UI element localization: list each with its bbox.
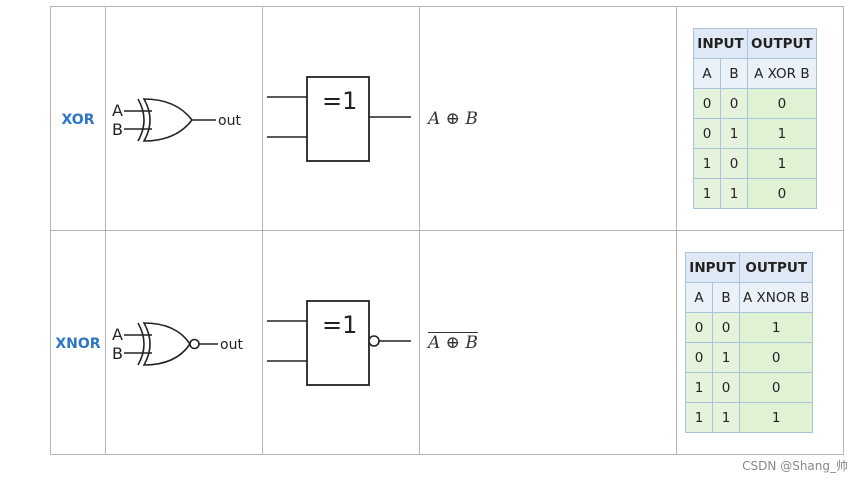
truth-cell: 0 — [685, 342, 713, 373]
truth-cell: 0 — [720, 88, 748, 119]
logic-gates-table: XOR A B out =1 — [50, 6, 844, 455]
truth-row: 0 1 0 — [685, 342, 814, 373]
xnor-gate-body — [142, 321, 191, 366]
truth-cell: 1 — [738, 312, 814, 343]
output-label: out — [218, 113, 241, 129]
truth-cell: 0 — [720, 148, 748, 179]
boolean-expression-cell: A ⊕ B — [419, 6, 677, 231]
pin-b-label: B — [112, 344, 123, 363]
truth-cell: 0 — [685, 312, 713, 343]
truth-cell: 0 — [712, 372, 740, 403]
col-b-header: B — [720, 58, 748, 89]
distinctive-symbol-cell: A B out — [105, 6, 263, 231]
truth-row: 1 0 0 — [685, 372, 814, 403]
pin-a-label: A — [112, 101, 123, 120]
truth-cell: 1 — [720, 178, 748, 209]
truth-cell: 1 — [712, 402, 740, 433]
truth-cell: 1 — [693, 178, 721, 209]
input-header: INPUT — [685, 252, 740, 283]
xor-iec-symbol: =1 — [267, 75, 411, 162]
gate-row-xor: XOR A B out =1 — [50, 6, 844, 231]
iec-inversion-bubble — [368, 334, 380, 347]
output-label: out — [220, 337, 243, 353]
xnor-gate-symbol: A B out — [112, 321, 243, 366]
gate-name-cell: XOR — [50, 6, 106, 231]
input-header: INPUT — [693, 28, 748, 59]
truth-table-cell: INPUT OUTPUT A B A XOR B 0 0 0 0 — [676, 6, 844, 231]
output-header: OUTPUT — [747, 28, 817, 59]
truth-row: 0 1 1 — [693, 118, 817, 149]
gate-name-cell: XNOR — [50, 230, 106, 455]
truth-row: 1 1 1 — [685, 402, 814, 433]
iec-gate-label: =1 — [322, 87, 357, 115]
truth-cell: 0 — [712, 312, 740, 343]
gate-name-xor[interactable]: XOR — [61, 112, 95, 128]
xnor-iec-symbol: =1 — [267, 299, 411, 386]
gate-row-xnor: XNOR A B out — [50, 230, 844, 455]
truth-cell: 0 — [693, 118, 721, 149]
truth-cell: 1 — [747, 148, 817, 179]
truth-cell: 1 — [738, 402, 814, 433]
boolean-expression: A ⊕ B — [428, 332, 478, 353]
pin-b-label: B — [112, 120, 123, 139]
col-out-header: A XOR B — [747, 58, 817, 89]
truth-cell: 0 — [747, 88, 817, 119]
truth-cell: 1 — [685, 402, 713, 433]
truth-cell: 0 — [747, 178, 817, 209]
xor-gate-body — [142, 97, 194, 142]
watermark: CSDN @Shang_帅 — [742, 459, 848, 473]
gate-name-xnor[interactable]: XNOR — [55, 336, 101, 352]
iec-gate-box — [306, 75, 370, 162]
inversion-bubble — [189, 338, 200, 349]
truth-row: 1 0 1 — [693, 148, 817, 179]
distinctive-symbol-cell: A B out — [105, 230, 263, 455]
truth-cell: 0 — [693, 88, 721, 119]
truth-cell: 0 — [738, 342, 814, 373]
col-out-header: A XNOR B — [738, 282, 814, 313]
truth-cell: 1 — [720, 118, 748, 149]
boolean-expression-cell: A ⊕ B — [419, 230, 677, 455]
truth-cell: 0 — [738, 372, 814, 403]
truth-row: 0 0 0 — [693, 88, 817, 119]
iec-symbol-cell: =1 — [262, 6, 420, 231]
pin-a-label: A — [112, 325, 123, 344]
truth-cell: 1 — [693, 148, 721, 179]
boolean-expression: A ⊕ B — [428, 108, 478, 129]
xor-extra-curve — [137, 322, 145, 365]
truth-row: 0 0 1 — [685, 312, 814, 343]
truth-cell: 1 — [685, 372, 713, 403]
truth-cell: 1 — [747, 118, 817, 149]
truth-row: 1 1 0 — [693, 178, 817, 209]
col-a-header: A — [693, 58, 721, 89]
xor-gate-symbol: A B out — [112, 97, 241, 142]
iec-symbol-cell: =1 — [262, 230, 420, 455]
truth-table-xnor: INPUT OUTPUT A B A XNOR B 0 0 1 0 — [685, 252, 814, 433]
output-header: OUTPUT — [738, 252, 814, 283]
iec-gate-label: =1 — [322, 311, 357, 339]
truth-cell: 1 — [712, 342, 740, 373]
col-a-header: A — [685, 282, 713, 313]
truth-table-cell: INPUT OUTPUT A B A XNOR B 0 0 1 0 — [676, 230, 844, 455]
xor-extra-curve — [137, 98, 145, 141]
col-b-header: B — [712, 282, 740, 313]
truth-table-xor: INPUT OUTPUT A B A XOR B 0 0 0 0 — [693, 28, 817, 209]
